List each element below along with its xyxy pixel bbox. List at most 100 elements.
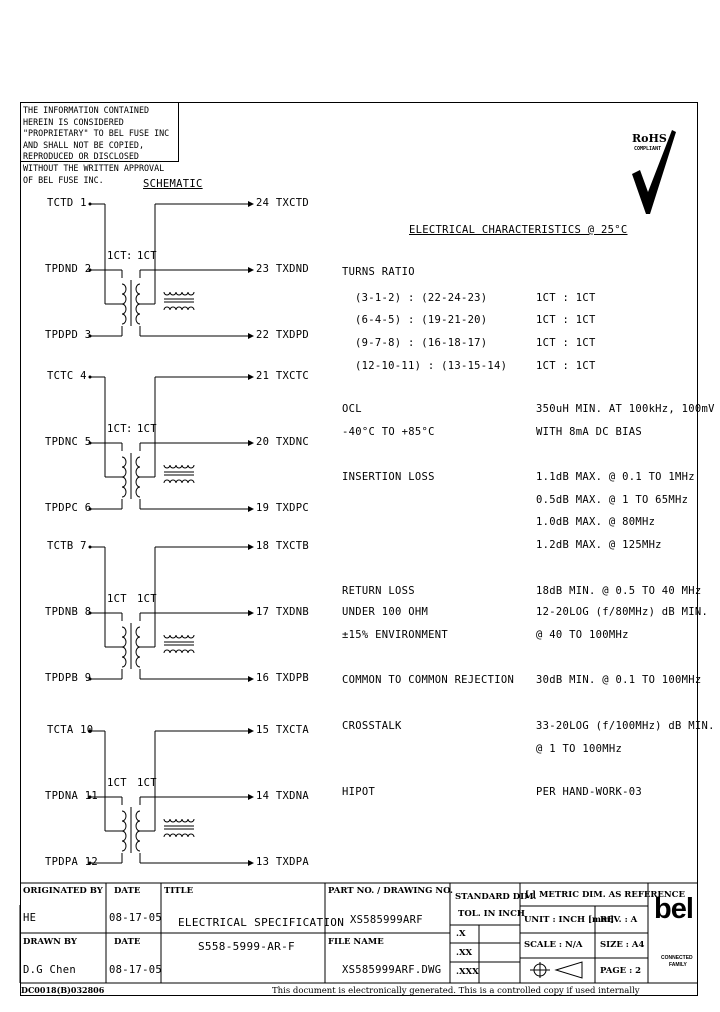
metric-reference: [ ] METRIC DIM. AS REFERENCE	[525, 890, 685, 900]
out-label-n: 23 TXDND	[256, 263, 309, 275]
file-name: XS585999ARF.DWG	[342, 964, 442, 976]
electrical-title: ELECTRICAL CHARACTERISTICS @ 25°C	[409, 224, 628, 236]
arrow-icon	[248, 728, 254, 734]
out-label-ct: 18 TXCTB	[256, 540, 309, 552]
document-title: ELECTRICAL SPECIFICATION	[178, 916, 345, 929]
arrow-icon	[248, 544, 254, 550]
ratio-left: 1CT	[107, 593, 127, 605]
tol-xxx: .XXX	[456, 967, 479, 977]
footer-note: This document is electronically generate…	[272, 986, 640, 996]
rohs-sub: COMPLIANT	[634, 146, 662, 152]
spec-value: 1CT : 1CT	[536, 292, 596, 304]
drawn-by: D.G Chen	[23, 964, 76, 976]
rohs-logo: RoHS COMPLIANT	[622, 126, 680, 218]
coil	[135, 840, 141, 852]
ratio-right: 1CT	[137, 777, 157, 789]
drawn-by-label: DRAWN BY	[23, 937, 77, 947]
spec-value: WITH 8mA DC BIAS	[536, 426, 642, 438]
spec-label: ±15% ENVIRONMENT	[342, 629, 448, 641]
pin-dot	[88, 334, 92, 338]
choke-coil	[187, 479, 195, 484]
choke-coil	[187, 818, 195, 823]
pin-label-ct: TCTA 10	[47, 724, 94, 736]
spec-label: TURNS RATIO	[342, 266, 415, 278]
ratio-left: 1CT	[107, 250, 127, 262]
checkmark-icon	[632, 130, 676, 214]
arrow-icon	[248, 794, 254, 800]
out-label-p: 22 TXDPD	[256, 329, 309, 341]
arrow-icon	[248, 201, 254, 207]
spec-value: PER HAND-WORK-03	[536, 786, 642, 798]
pin-label-p: TPDPD 3	[45, 329, 92, 341]
choke-coil	[187, 306, 195, 311]
ratio-right: 1CT	[137, 423, 157, 435]
pin-dot	[88, 507, 92, 511]
spec-value: 30dB MIN. @ 0.1 TO 100MHz	[536, 674, 702, 686]
spec-label: (3-1-2) : (22-24-23)	[355, 292, 488, 304]
spec-value: 18dB MIN. @ 0.5 TO 40 MHz	[536, 585, 702, 597]
spec-value: 12-20LOG (f/80MHz) dB MIN.	[536, 606, 709, 618]
drawing-frame	[20, 102, 698, 996]
pin-label-ct: TCTD 1	[47, 197, 87, 209]
out-label-n: 17 TXDNB	[256, 606, 309, 618]
proprietary-notice: THE INFORMATION CONTAINED HEREIN IS CONS…	[20, 102, 179, 185]
spec-value: 0.5dB MAX. @ 1 TO 65MHz	[536, 494, 689, 506]
drawn-date-label: DATE	[114, 937, 141, 947]
out-label-n: 14 TXDNA	[256, 790, 309, 802]
choke-coil	[187, 833, 195, 838]
pin-label-ct: TCTC 4	[47, 370, 87, 382]
choke-coil	[187, 649, 195, 654]
pin-label-p: TPDPA 12	[45, 856, 98, 868]
spec-label: CROSSTALK	[342, 720, 402, 732]
choke-coil	[187, 464, 195, 469]
pin-label-n: TPDNB 8	[45, 606, 92, 618]
rohs-title: RoHS	[632, 132, 667, 145]
choke-coil	[187, 634, 195, 639]
scale: SCALE : N/A	[524, 940, 583, 950]
pin-label-ct: TCTB 7	[47, 540, 87, 552]
spec-value: 1CT : 1CT	[536, 337, 596, 349]
bel-logo: bel	[654, 893, 694, 925]
coil	[121, 313, 127, 325]
originated-date-label: DATE	[114, 886, 141, 896]
part-no-label: PART NO. / DRAWING NO.	[328, 886, 453, 896]
arrow-icon	[248, 267, 254, 273]
originated-by: HE	[23, 912, 37, 924]
spec-value: 1CT : 1CT	[536, 360, 596, 372]
pin-dot	[88, 441, 92, 445]
arrow-icon	[248, 610, 254, 616]
pin-label-n: TPDNA 11	[45, 790, 98, 802]
schematic-title: SCHEMATIC	[143, 178, 203, 190]
out-label-p: 19 TXDPC	[256, 502, 309, 514]
spec-value: 1.1dB MAX. @ 0.1 TO 1MHz	[536, 471, 695, 483]
out-label-ct: 24 TXCTD	[256, 197, 309, 209]
spec-value: 350uH MIN. AT 100kHz, 100mV	[536, 403, 715, 415]
size: SIZE : A4	[600, 940, 645, 950]
coil	[121, 840, 127, 852]
out-label-ct: 15 TXCTA	[256, 724, 309, 736]
coil	[135, 486, 141, 498]
pin-label-n: TPDNC 5	[45, 436, 92, 448]
pin-label-p: TPDPB 9	[45, 672, 92, 684]
tol-inch-label: TOL. IN INCH	[458, 909, 525, 919]
spec-label: (6-4-5) : (19-21-20)	[355, 314, 488, 326]
spec-label: (12-10-11) : (13-15-14)	[355, 360, 508, 372]
ratio-left: 1CT	[107, 423, 127, 435]
arrow-icon	[248, 676, 254, 682]
document-code: DC0018(B)032806	[21, 985, 105, 995]
out-label-ct: 21 TXCTC	[256, 370, 309, 382]
spec-value: @ 1 TO 100MHz	[536, 743, 623, 755]
spec-value: 1.0dB MAX. @ 80MHz	[536, 516, 656, 528]
spec-value: @ 40 TO 100MHz	[536, 629, 629, 641]
ratio-sep: :	[126, 250, 133, 262]
pin-dot	[88, 268, 92, 272]
pin-dot	[88, 611, 92, 615]
spec-label: RETURN LOSS	[342, 585, 415, 597]
revision: REV. : A	[600, 915, 638, 925]
file-name-label: FILE NAME	[328, 937, 384, 947]
pin-label-p: TPDPC 6	[45, 502, 92, 514]
part-no: XS585999ARF	[350, 914, 423, 926]
document-subtitle: S558-5999-AR-F	[198, 940, 295, 953]
